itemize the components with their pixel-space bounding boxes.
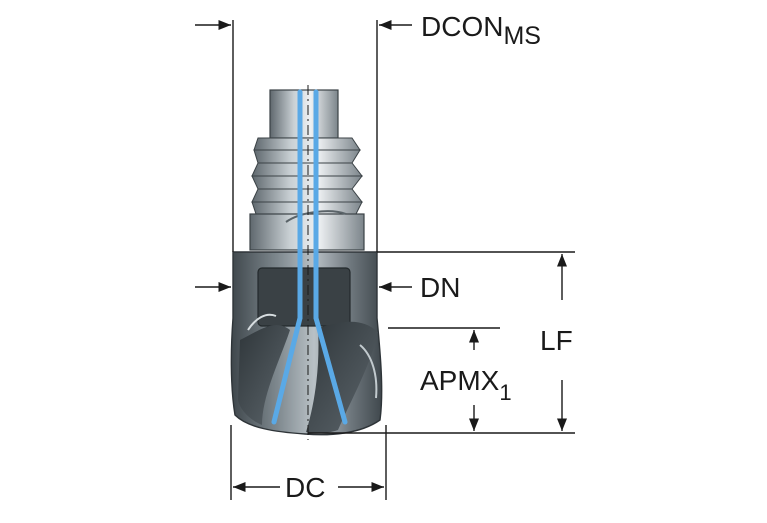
label-apmx-1: APMX1 [420,365,512,405]
threaded-shank [249,137,365,251]
coolant-channels [271,89,348,425]
label-lf: LF [540,325,573,356]
label-dcon-ms: DCONMS [421,11,541,50]
label-dc: DC [285,472,325,503]
pilot-stub [269,89,339,139]
cutter-body [230,85,383,440]
dimension-lines [195,19,575,500]
label-dn: DN [420,272,460,303]
wrench-flat [257,267,351,327]
dimension-labels: DCONMS DN LF APMX1 DC [285,11,573,503]
